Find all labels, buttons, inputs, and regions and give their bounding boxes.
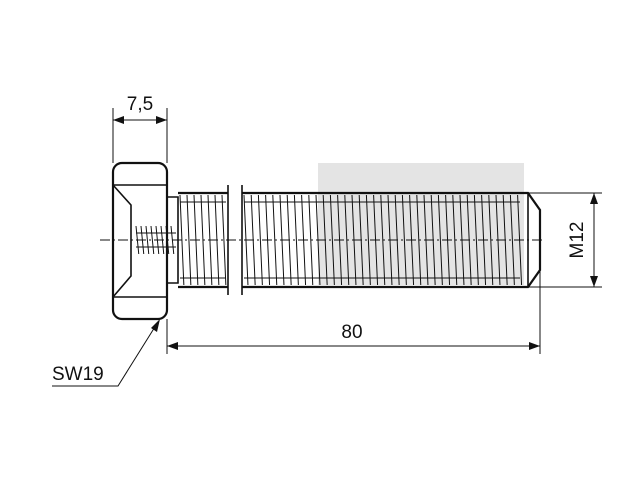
threaded-shaft (167, 185, 542, 295)
wrench-size-label: SW19 (52, 364, 104, 385)
length-label: 80 (341, 322, 362, 343)
thread-label: M12 (567, 222, 588, 259)
screw-head (111, 161, 169, 321)
head-width-label: 7,5 (127, 94, 153, 115)
dimension-thread-diameter: M12 (520, 192, 602, 288)
thread-pattern-left (179, 194, 227, 286)
hex-socket (135, 225, 176, 255)
leader-wrench-size: SW19 (52, 319, 160, 387)
thread-pattern-right (243, 194, 523, 286)
dimension-length: 80 (166, 270, 541, 354)
dimension-head-width: 7,5 (112, 94, 168, 163)
watermark (318, 163, 524, 285)
